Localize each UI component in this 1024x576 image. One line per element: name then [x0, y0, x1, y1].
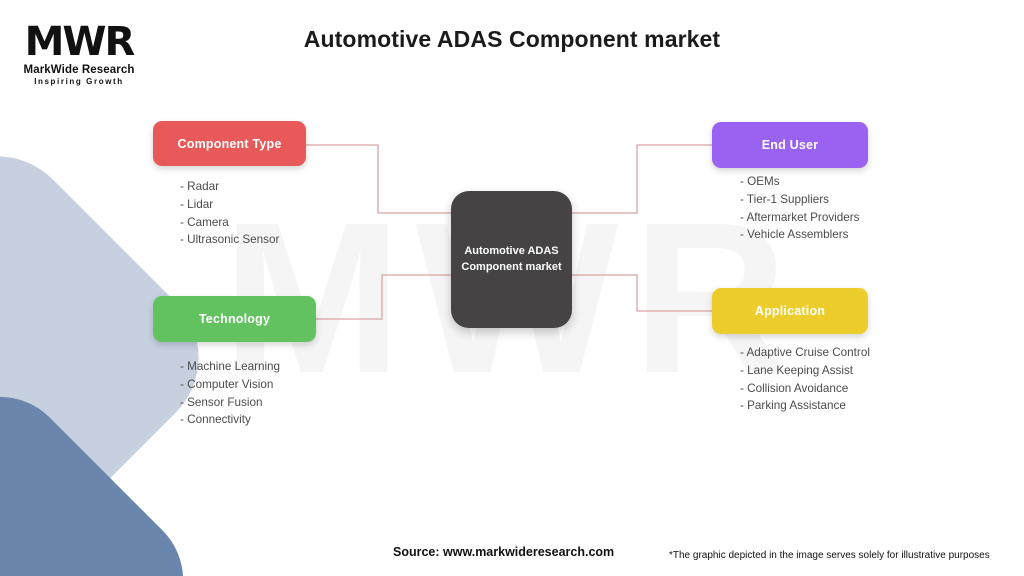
connector-technology [316, 274, 452, 320]
branch-node-application[interactable]: Application [712, 288, 868, 334]
branch-label-component-type: Component Type [177, 136, 282, 151]
disclaimer-text: *The graphic depicted in the image serve… [669, 550, 990, 561]
bullet-item: - Parking Assistance [740, 399, 846, 413]
center-node-label: Automotive ADAS Component market [455, 244, 567, 276]
bullet-item: - Tier-1 Suppliers [740, 192, 829, 206]
connector-component-type [306, 144, 452, 214]
logo-mark-icon: MWR [24, 19, 136, 65]
bullet-item: - Lane Keeping Assist [740, 363, 854, 377]
bullet-item: - Ultrasonic Sensor [180, 233, 280, 247]
bullet-list-end-user: - OEMs - Tier-1 Suppliers - Aftermarket Pr… [740, 173, 860, 244]
bullet-item: - Vehicle Assemblers [740, 228, 849, 242]
bullet-list-technology: - Machine Learning - Computer Vision - Sen… [180, 358, 280, 429]
page-title: Automotive ADAS Component market [303, 26, 721, 52]
bullet-item: - Adaptive Cruise Control [740, 346, 870, 359]
bullet-item: - Aftermarket Providers [740, 210, 860, 224]
bullet-item: - Radar [180, 180, 219, 193]
bullet-item: - OEMs [740, 175, 780, 188]
connector-end-user [571, 144, 712, 214]
branch-label-end-user: End User [761, 138, 819, 152]
bullet-item: - Machine Learning [180, 360, 281, 373]
source-text: Source: www.markwideresearch.com [393, 545, 615, 559]
branch-label-application: Application [754, 304, 826, 318]
branch-node-end-user[interactable]: End User [712, 122, 868, 168]
logo-company-name: MarkWide Research [23, 64, 135, 76]
center-node-label-line1: Automotive ADAS [464, 244, 559, 257]
brand-logo: MWR MarkWide Research Inspiring Growth [14, 22, 144, 86]
branch-node-technology[interactable]: Technology [153, 296, 316, 342]
logo-tagline: Inspiring Growth [34, 77, 124, 86]
bullet-list-component-type: - Radar - Lidar - Camera - Ultrasonic Senso… [180, 178, 279, 249]
bullet-item: - Camera [180, 215, 229, 229]
bullet-list-application: - Adaptive Cruise Control - Lane Keeping … [740, 344, 870, 415]
connector-application [571, 274, 712, 312]
bullet-item: - Collision Avoidance [740, 381, 849, 395]
center-node-label-line2: Component market [461, 260, 562, 273]
branch-node-component-type[interactable]: Component Type [153, 121, 306, 166]
center-node[interactable]: Automotive ADAS Component market [451, 191, 572, 328]
bullet-item: - Sensor Fusion [180, 395, 263, 409]
branch-label-technology: Technology [198, 312, 271, 326]
bullet-item: - Connectivity [180, 413, 251, 427]
bullet-item: - Computer Vision [180, 377, 274, 391]
bullet-item: - Lidar [180, 197, 214, 211]
